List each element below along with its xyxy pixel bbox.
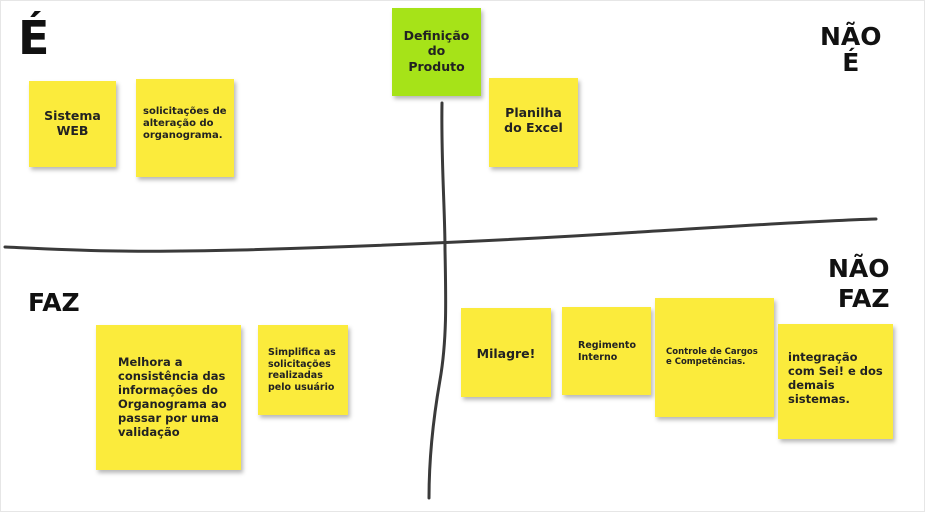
sticky-note-text: integração com Sei! e dos demais sistema… bbox=[788, 350, 883, 407]
sticky-note-solicitacoes[interactable]: solicitações de alteração do organograma… bbox=[136, 79, 234, 177]
sticky-note-text: Controle de Cargos e Competências. bbox=[666, 347, 758, 368]
sticky-note-controle-cargos[interactable]: Controle de Cargos e Competências. bbox=[655, 298, 774, 417]
sticky-note-milagre[interactable]: Milagre! bbox=[461, 308, 551, 397]
quadrant-label-nao-e: NÃO É bbox=[820, 22, 882, 78]
sticky-note-definicao-produto[interactable]: Definição do Produto bbox=[392, 8, 481, 96]
sticky-note-text: Definição do Produto bbox=[403, 28, 470, 74]
sticky-note-text: Sistema WEB bbox=[44, 108, 101, 139]
sticky-note-text: solicitações de alteração do organograma… bbox=[143, 106, 227, 142]
sticky-note-text: Milagre! bbox=[476, 346, 536, 361]
sticky-note-regimento-interno[interactable]: Regimento Interno bbox=[562, 307, 651, 395]
quadrant-label-e: É bbox=[18, 11, 50, 65]
sticky-note-planilha-excel[interactable]: Planilha do Excel bbox=[489, 78, 578, 167]
sticky-note-text: Planilha do Excel bbox=[504, 105, 563, 136]
sticky-note-sistema-web[interactable]: Sistema WEB bbox=[29, 81, 116, 167]
sticky-note-melhora-consistencia[interactable]: Melhora a consistência das informações d… bbox=[96, 325, 241, 470]
sticky-note-text: Melhora a consistência das informações d… bbox=[118, 355, 227, 440]
sticky-note-simplifica[interactable]: Simplifica as solicitações realizadas pe… bbox=[258, 325, 348, 415]
horizontal-axis bbox=[3, 217, 878, 253]
vertical-axis bbox=[427, 101, 448, 500]
sticky-note-text: Simplifica as solicitações realizadas pe… bbox=[268, 347, 336, 393]
sticky-note-text: Regimento Interno bbox=[578, 340, 636, 363]
sticky-note-integracao-sei[interactable]: integração com Sei! e dos demais sistema… bbox=[778, 324, 893, 439]
quadrant-label-nao-faz: NÃO FAZ bbox=[828, 254, 890, 313]
quadrant-label-faz: FAZ bbox=[28, 288, 80, 317]
